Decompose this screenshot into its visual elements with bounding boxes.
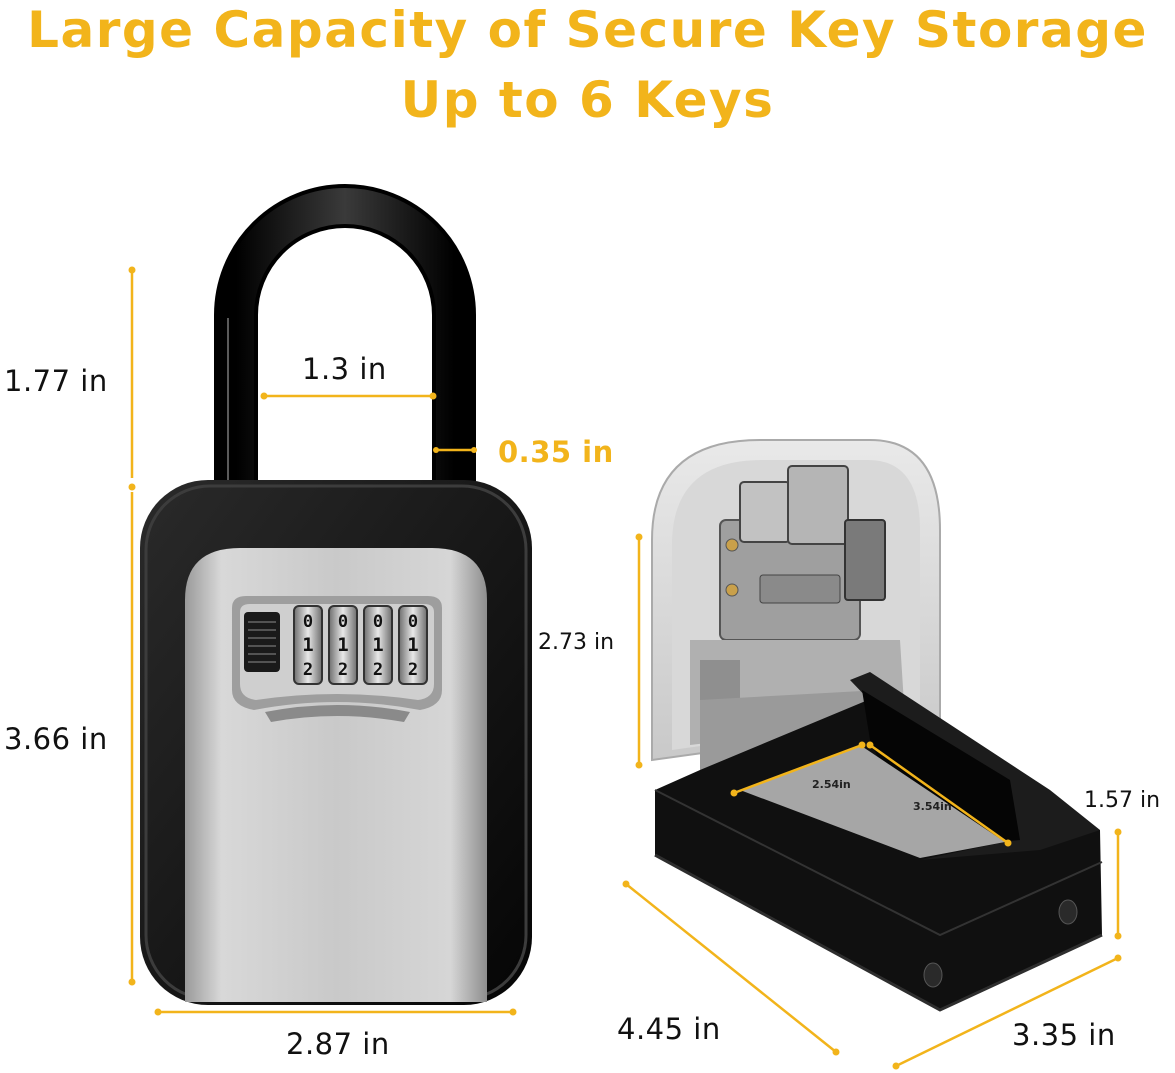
label-inner-length: 3.54in [913,800,952,813]
label-shackle-height: 1.77 in [4,364,108,398]
dial-digits: 0 0 0 0 1 1 1 1 2 2 2 2 [302,612,418,680]
dial-digit: 2 [373,660,383,680]
closed-lock-icon [140,184,532,1005]
dial-digit: 1 [372,634,383,656]
dial-digit: 0 [338,612,348,632]
dial-digit: 1 [302,634,313,656]
label-box-depth: 1.57 in [1084,788,1161,813]
label-body-width: 2.87 in [286,1027,390,1061]
label-inner-width: 2.54in [812,778,851,791]
dial-digit: 1 [407,634,418,656]
label-shackle-thickness: 0.35 in [498,435,614,469]
label-box-width: 3.35 in [1012,1018,1116,1052]
dial-digit: 0 [408,612,418,632]
dial-digit: 1 [337,634,348,656]
dial-digit: 2 [338,660,348,680]
dial-digit: 0 [303,612,313,632]
open-lock-icon [651,439,1103,1012]
label-body-height: 3.66 in [4,722,108,756]
label-shackle-width: 1.3 in [302,352,387,386]
headline-line-2: Up to 6 Keys [400,71,775,129]
label-box-length: 4.45 in [617,1012,721,1046]
label-lid-height: 2.73 in [538,630,615,655]
dial-digit: 2 [303,660,313,680]
dimension-lines [128,266,1122,1070]
dial-digit: 0 [373,612,383,632]
headline-line-1: Large Capacity of Secure Key Storage [27,1,1148,59]
dial-digit: 2 [408,660,418,680]
